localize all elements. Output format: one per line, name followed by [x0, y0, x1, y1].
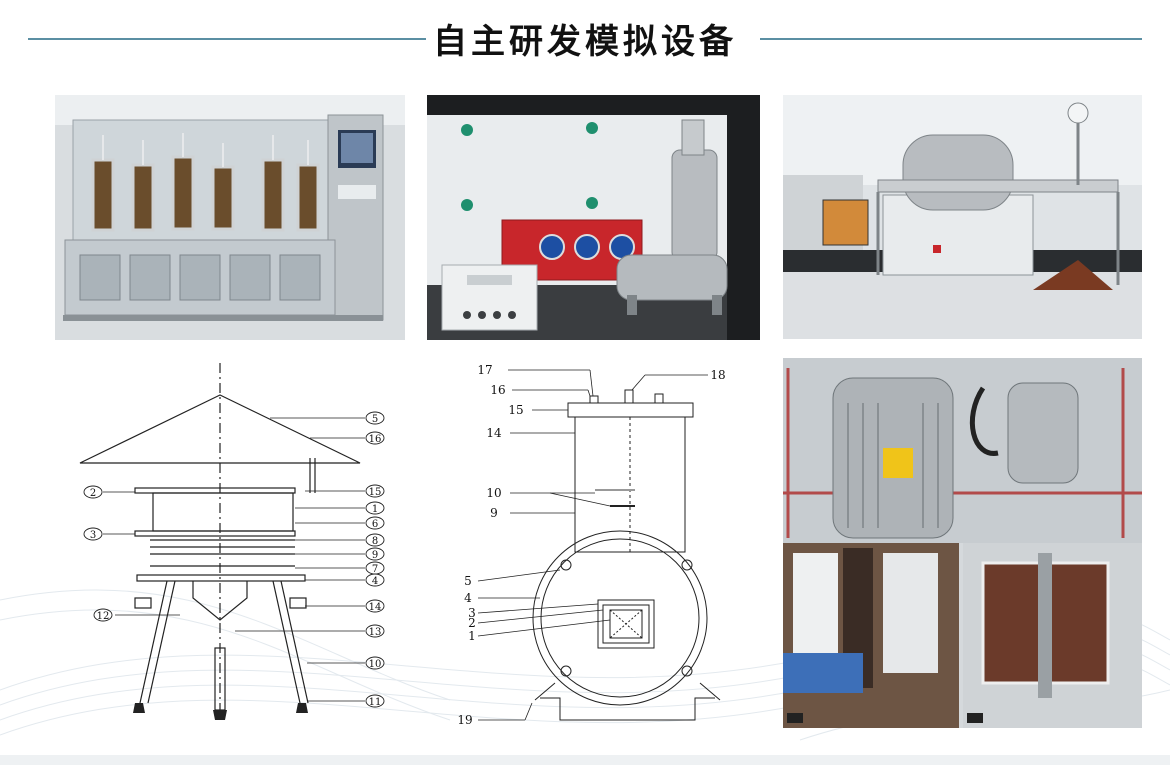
diagram-a-label-14: 14 — [369, 602, 382, 613]
pressure-vessel-photo — [427, 95, 760, 340]
diagram-b-label-1: 1 — [468, 629, 476, 643]
diagram-b-label-17: 17 — [477, 363, 492, 377]
rotary-drum-photo — [783, 95, 1142, 339]
diagram-b-label-19: 19 — [457, 713, 472, 727]
diagram-a-label-16: 16 — [369, 434, 382, 445]
schematic-diagram-a: 5 16 2 15 1 3 6 8 9 7 4 12 14 13 10 11 — [55, 358, 405, 728]
diagram-a-label-6: 6 — [372, 519, 378, 530]
diagram-b-label-18: 18 — [710, 368, 725, 382]
diagram-a-label-10: 10 — [369, 659, 382, 670]
diagram-a-label-8: 8 — [372, 536, 378, 547]
diagram-b-label-3: 3 — [468, 606, 476, 620]
diagram-a-label-1: 1 — [372, 504, 378, 515]
diagram-a-label-11: 11 — [369, 697, 382, 708]
diagram-a-label-13: 13 — [369, 627, 382, 638]
diagram-b-label-10: 10 — [486, 486, 501, 500]
diagram-a-label-3: 3 — [90, 530, 96, 541]
diagram-a-label-4: 4 — [372, 576, 378, 587]
title-line-left — [28, 38, 426, 40]
title-line-right — [760, 38, 1142, 40]
diagram-b-label-2: 2 — [468, 616, 476, 630]
diagram-b-label-16: 16 — [490, 383, 505, 397]
diagram-b-label-5: 5 — [464, 574, 472, 588]
diagram-a-label-2: 2 — [90, 488, 96, 499]
diagram-b-label-15: 15 — [508, 403, 523, 417]
diagram-b-label-4: 4 — [464, 591, 472, 605]
schematic-diagram-b: 17 16 15 18 14 10 9 5 4 3 2 1 19 — [440, 358, 760, 728]
diagram-a-label-9: 9 — [372, 550, 378, 561]
diagram-a-label-5: 5 — [372, 414, 378, 425]
page-title: 自主研发模拟设备 — [433, 22, 737, 62]
diagram-a-label-15: 15 — [369, 487, 382, 498]
diagram-b-label-9: 9 — [490, 506, 498, 520]
column-reactor-photo — [55, 95, 405, 340]
diagram-b-label-14: 14 — [486, 426, 502, 440]
diagram-a-label-7: 7 — [372, 564, 378, 575]
diagram-a-label-12: 12 — [97, 611, 110, 622]
heating-furnace-photo — [783, 358, 1142, 728]
